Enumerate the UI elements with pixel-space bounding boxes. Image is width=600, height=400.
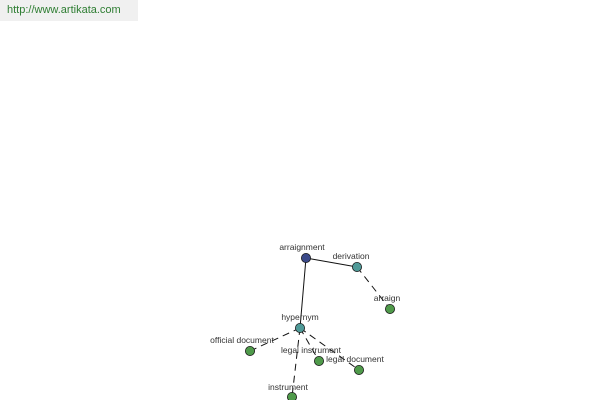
node-label-derivation[interactable]: derivation (333, 251, 370, 261)
edge-hypernym-legal_instrument (299, 327, 320, 362)
node-label-arraignment[interactable]: arraignment (279, 242, 325, 252)
source-url-link[interactable]: http://www.artikata.com (0, 0, 138, 21)
node-arraign[interactable] (384, 303, 395, 314)
node-legal-document[interactable] (353, 364, 364, 375)
edges-layer (249, 257, 391, 398)
node-label-arraign[interactable]: arraign (374, 293, 401, 303)
edge-arraignment-derivation (305, 257, 358, 268)
nodes-layer (244, 252, 395, 400)
node-label-instrument[interactable]: instrument (268, 382, 308, 392)
node-label-legal-instrument[interactable]: legal instrument (281, 345, 342, 355)
edge-hypernym-official_document (249, 327, 301, 352)
node-label-official-document[interactable]: official document (210, 335, 274, 345)
edge-arraignment-hypernym (299, 257, 307, 329)
labels-layer: arraignment derivation arraign hypernym offi… (210, 242, 400, 392)
node-label-legal-document[interactable]: legal document (326, 354, 384, 364)
node-instrument[interactable] (287, 392, 297, 400)
node-legal-instrument[interactable] (313, 355, 324, 366)
node-label-hypernym[interactable]: hypernym (281, 312, 318, 322)
node-hypernym[interactable] (294, 322, 305, 333)
edge-hypernym-legal_document (299, 327, 360, 371)
edge-derivation-arraign (356, 266, 391, 310)
node-derivation[interactable] (351, 261, 362, 272)
node-official-document[interactable] (244, 345, 255, 356)
node-arraignment[interactable] (300, 252, 311, 263)
